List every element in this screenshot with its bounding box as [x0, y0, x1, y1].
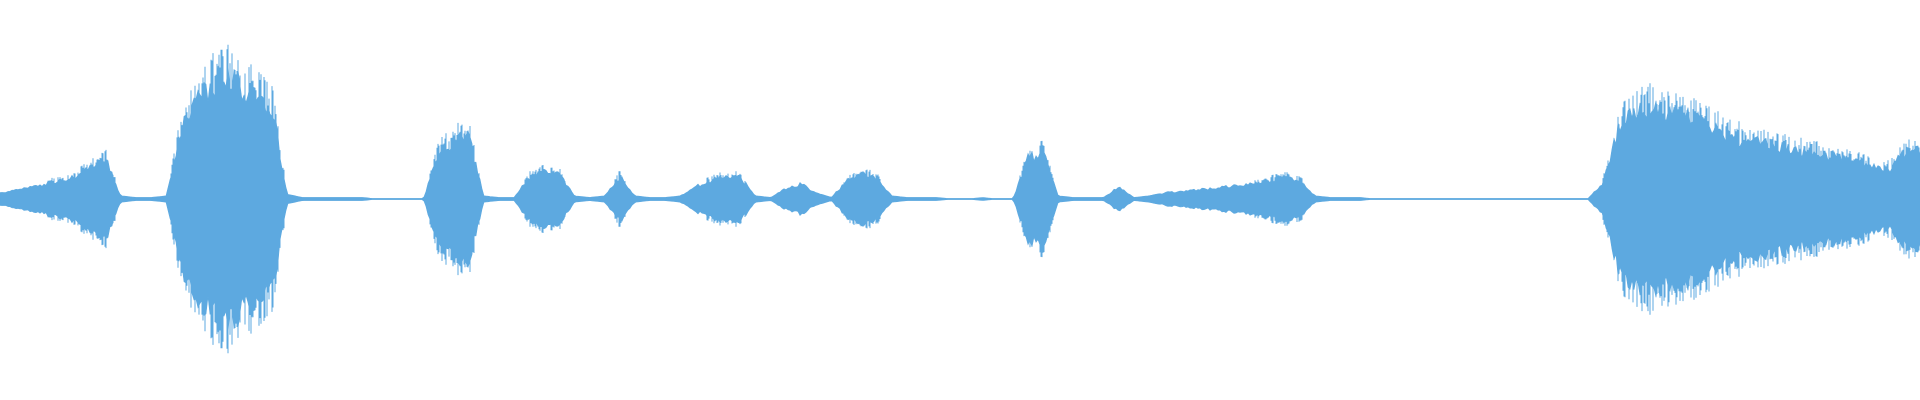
- waveform-shape: [0, 65, 1920, 333]
- waveform-spikes: [47, 44, 1920, 354]
